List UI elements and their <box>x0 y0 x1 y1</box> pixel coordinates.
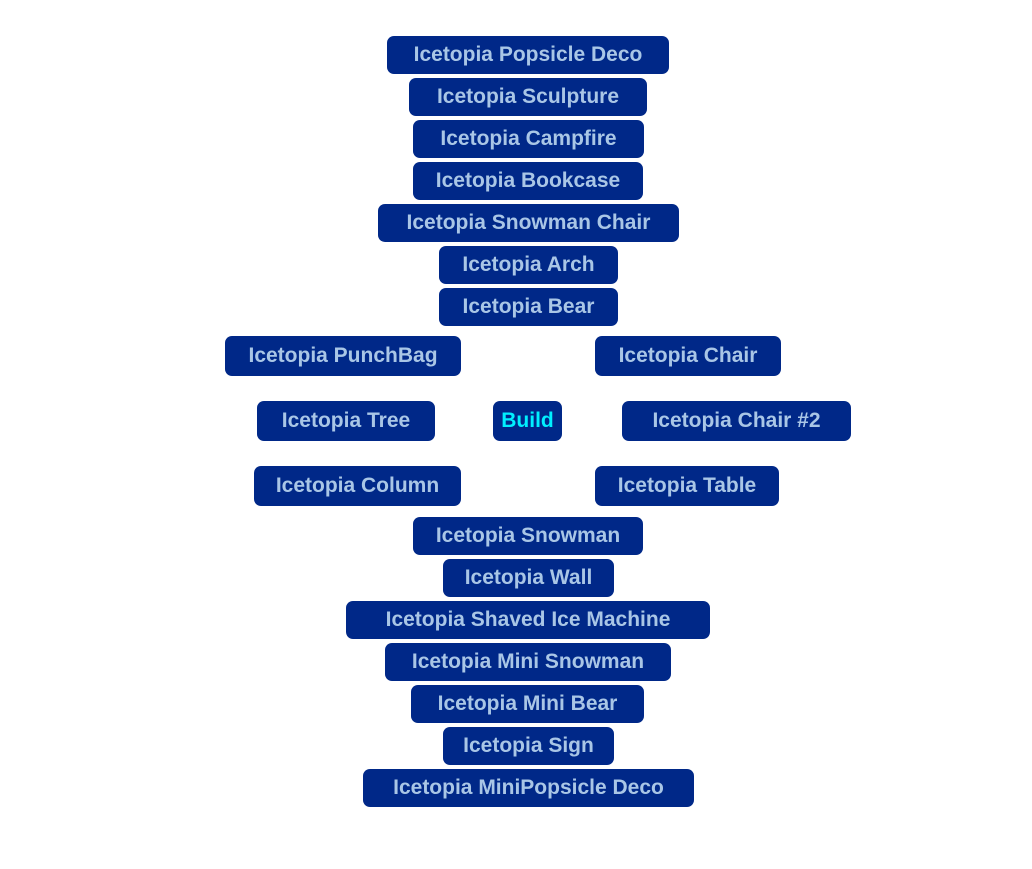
item-chair[interactable]: Icetopia Chair <box>595 336 781 376</box>
item-wall[interactable]: Icetopia Wall <box>443 559 614 597</box>
item-popsicle-deco[interactable]: Icetopia Popsicle Deco <box>387 36 669 74</box>
item-mini-bear[interactable]: Icetopia Mini Bear <box>411 685 644 723</box>
item-sculpture[interactable]: Icetopia Sculpture <box>409 78 647 116</box>
item-column[interactable]: Icetopia Column <box>254 466 461 506</box>
item-sign[interactable]: Icetopia Sign <box>443 727 614 765</box>
item-shaved-ice-machine[interactable]: Icetopia Shaved Ice Machine <box>346 601 710 639</box>
item-snowman[interactable]: Icetopia Snowman <box>413 517 643 555</box>
item-bear[interactable]: Icetopia Bear <box>439 288 618 326</box>
item-mini-snowman[interactable]: Icetopia Mini Snowman <box>385 643 671 681</box>
item-tree[interactable]: Icetopia Tree <box>257 401 435 441</box>
item-punchbag[interactable]: Icetopia PunchBag <box>225 336 461 376</box>
item-bookcase[interactable]: Icetopia Bookcase <box>413 162 643 200</box>
item-arch[interactable]: Icetopia Arch <box>439 246 618 284</box>
item-table[interactable]: Icetopia Table <box>595 466 779 506</box>
item-snowman-chair[interactable]: Icetopia Snowman Chair <box>378 204 679 242</box>
item-minipopsicle-deco[interactable]: Icetopia MiniPopsicle Deco <box>363 769 694 807</box>
item-chair-2[interactable]: Icetopia Chair #2 <box>622 401 851 441</box>
build-button[interactable]: Build <box>493 401 562 441</box>
item-campfire[interactable]: Icetopia Campfire <box>413 120 644 158</box>
